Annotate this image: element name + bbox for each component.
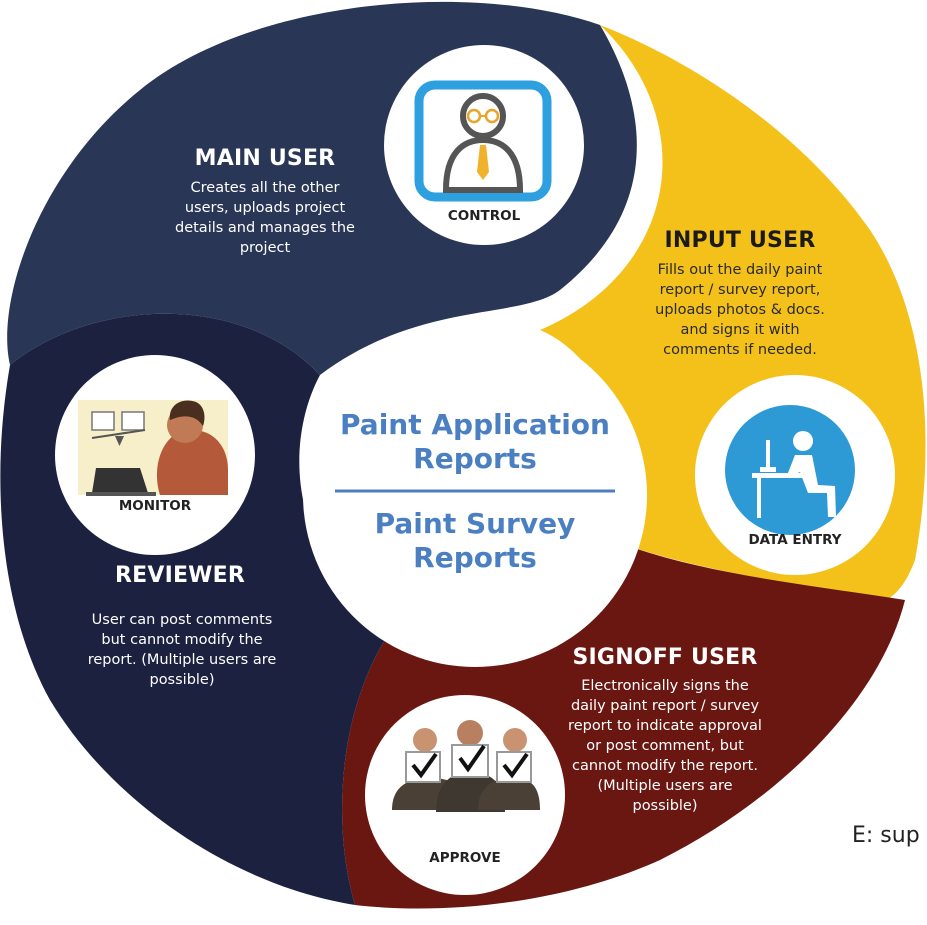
approve-label: APPROVE xyxy=(429,850,501,866)
footer-text: E: sup xyxy=(852,823,920,848)
center-hub xyxy=(303,323,647,667)
control-label: CONTROL xyxy=(447,208,521,224)
reviewer-heading: REVIEWER xyxy=(114,563,246,588)
input-user-heading: INPUT USER xyxy=(664,228,816,253)
center-title-2: Paint Survey Reports xyxy=(374,507,576,574)
monitor-label: MONITOR xyxy=(118,498,192,514)
reviewer-description: User can post comments but cannot modify… xyxy=(87,612,277,688)
main-user-heading: MAIN USER xyxy=(194,146,336,171)
person-at-desk-icon xyxy=(725,405,855,535)
main-user-description: Creates all the other users, uploads pro… xyxy=(175,180,355,256)
data-entry-label: DATA ENTRY xyxy=(748,532,842,548)
center-title-1: Paint Application Reports xyxy=(340,408,610,475)
signoff-user-description: Electronically signs the daily paint rep… xyxy=(568,678,762,814)
signoff-user-heading: SIGNOFF USER xyxy=(572,645,758,670)
person-at-laptop-icon xyxy=(78,400,228,496)
approval-checklist-icon xyxy=(392,720,540,812)
input-user-description: Fills out the daily paint report / surve… xyxy=(655,262,825,358)
user-with-tie-icon xyxy=(414,80,552,202)
